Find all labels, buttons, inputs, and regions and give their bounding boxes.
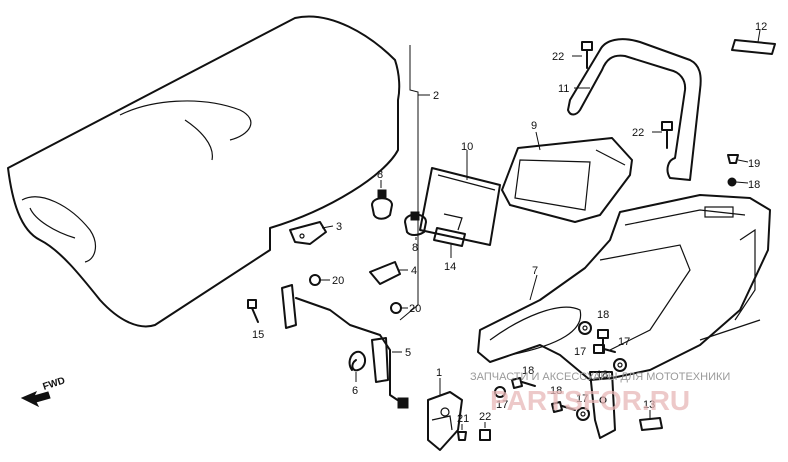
bracket-4 bbox=[369, 261, 408, 285]
callout-6: 6 bbox=[352, 385, 358, 397]
lid-10 bbox=[419, 150, 501, 246]
callout-21: 21 bbox=[457, 413, 469, 425]
latch-rod bbox=[281, 284, 409, 409]
callout-12: 12 bbox=[755, 21, 767, 33]
bracket-3 bbox=[289, 221, 334, 245]
callout-20-b: 20 bbox=[409, 303, 421, 315]
screw-21 bbox=[457, 424, 467, 441]
callout-19: 19 bbox=[748, 158, 760, 170]
callout-5: 5 bbox=[405, 347, 411, 359]
callout-10: 10 bbox=[461, 141, 473, 153]
bolt-18-left bbox=[511, 377, 536, 389]
callout-11: 11 bbox=[558, 83, 569, 95]
callout-15: 15 bbox=[252, 329, 264, 341]
callout-17-c: 17 bbox=[496, 399, 508, 411]
watermark-logo: PARTSFOR.RU bbox=[490, 385, 690, 416]
callout-17-d: 17 bbox=[576, 393, 588, 405]
callout-14: 14 bbox=[444, 261, 456, 273]
emblem-12 bbox=[731, 29, 776, 55]
washer-17-left bbox=[494, 386, 506, 398]
callout-9: 9 bbox=[531, 120, 537, 132]
cushion-lower bbox=[404, 211, 427, 236]
bolt-22-upper bbox=[572, 41, 593, 69]
callout-18-e: 18 bbox=[748, 179, 760, 191]
bolt-22-mid bbox=[652, 121, 673, 149]
bolt-18-mid bbox=[593, 344, 616, 354]
fwd-label: FWD bbox=[42, 375, 67, 393]
bolt-15 bbox=[247, 299, 259, 323]
rear-cowl-7 bbox=[477, 194, 771, 381]
callout-22-a: 22 bbox=[552, 51, 564, 63]
watermark-tagline: ЗАПЧАСТИ И АКСЕССУАРЫ ДЛЯ МОТОТЕХНИКИ bbox=[470, 371, 730, 383]
callout-3: 3 bbox=[336, 221, 342, 233]
callout-18-d: 18 bbox=[550, 385, 562, 397]
bolt-18-bottom bbox=[551, 401, 576, 413]
callout-17-b: 17 bbox=[618, 336, 630, 348]
callout-8-upper: 8 bbox=[377, 169, 383, 181]
tape-14 bbox=[433, 213, 466, 258]
seat-lock-1 bbox=[427, 378, 463, 451]
tail-bracket bbox=[589, 371, 616, 439]
spring-6 bbox=[348, 350, 366, 382]
callout-13: 13 bbox=[643, 399, 655, 411]
nut-18-top bbox=[727, 177, 749, 187]
washer-17-lower bbox=[576, 407, 590, 421]
callout-22-b: 22 bbox=[632, 127, 644, 139]
callout-17-a: 17 bbox=[574, 346, 586, 358]
grab-rail-11 bbox=[567, 38, 702, 181]
callout-7: 7 bbox=[532, 265, 538, 277]
callout-2: 2 bbox=[433, 90, 439, 102]
fwd-arrow: FWD bbox=[20, 375, 67, 408]
callout-22-c: 22 bbox=[479, 411, 491, 423]
cushion-upper bbox=[371, 189, 393, 220]
callout-8-lower: 8 bbox=[412, 242, 418, 254]
nut-20-upper bbox=[309, 274, 330, 286]
tray-9 bbox=[501, 131, 633, 223]
tape-13 bbox=[639, 410, 663, 431]
callout-20-a: 20 bbox=[332, 275, 344, 287]
callout-18-b: 18 bbox=[596, 369, 608, 381]
callout-18-c: 18 bbox=[522, 365, 534, 377]
washer-17-right bbox=[613, 358, 627, 372]
nut-20-lower bbox=[390, 302, 408, 314]
washer-17-upper bbox=[578, 321, 592, 335]
callout-18-a: 18 bbox=[597, 309, 609, 321]
screw-19 bbox=[727, 154, 749, 164]
callout-4: 4 bbox=[411, 265, 417, 277]
seat bbox=[7, 15, 401, 328]
bolt-22-lower bbox=[479, 422, 491, 441]
callout-1: 1 bbox=[436, 367, 442, 379]
